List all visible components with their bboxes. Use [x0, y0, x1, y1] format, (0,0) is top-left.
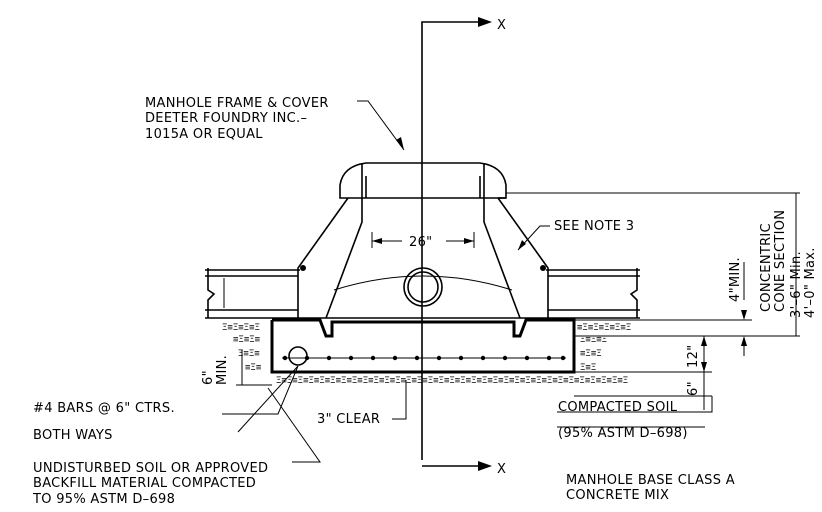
bars-label-2: BOTH WAYS: [33, 428, 113, 443]
svg-text:≡Ξ≡Ξ≡: ≡Ξ≡Ξ≡: [233, 335, 261, 345]
undisturbed-label-2: BACKFILL MATERIAL COMPACTED: [33, 476, 256, 491]
see-note-label: SEE NOTE 3: [554, 219, 634, 234]
svg-text:Ξ≡Ξ≡Ξ≡Ξ: Ξ≡Ξ≡Ξ≡Ξ: [222, 323, 260, 333]
svg-text:Ξ≡Ξ: Ξ≡Ξ: [580, 363, 596, 373]
dim-4min-label: 4"MIN.: [728, 257, 743, 302]
svg-text:≡Ξ≡Ξ: ≡Ξ≡Ξ: [580, 349, 602, 359]
dim-6-min-label-b: MIN.: [215, 355, 230, 385]
section-label-top: X: [497, 18, 506, 33]
frame-label-2: DEETER FOUNDRY INC.–: [145, 111, 307, 126]
section-line: [421, 17, 492, 471]
dim-3-6-label: 3'–6" Min.: [789, 251, 804, 318]
dim-4-0-label: 4'–0" Max.: [803, 247, 818, 318]
dim-6-min-label-a: 6": [201, 370, 216, 385]
pavement-layers: [205, 268, 640, 319]
compacted-label-2: (95% ASTM D–698): [558, 426, 688, 441]
dim-26-label: 26": [409, 235, 432, 250]
svg-text:Ξ≡Ξ≡: Ξ≡Ξ≡: [238, 349, 260, 359]
frame-label-1: MANHOLE FRAME & COVER: [145, 96, 329, 111]
cone-section: [297, 197, 549, 319]
right-dimensions: [506, 192, 800, 410]
dim-6-right-label: 6": [686, 381, 701, 396]
concentric-label-2: CONE SECTION: [773, 210, 788, 312]
svg-text:≡Ξ≡Ξ≡Ξ≡Ξ≡Ξ: ≡Ξ≡Ξ≡Ξ≡Ξ≡Ξ: [577, 323, 631, 333]
compacted-label-1: COMPACTED SOIL: [558, 400, 678, 415]
frame-label-3: 1015A OR EQUAL: [145, 127, 263, 142]
undisturbed-label-1: UNDISTURBED SOIL OR APPROVED: [33, 461, 268, 476]
concrete-base: [270, 318, 576, 374]
leader-lines: [222, 100, 713, 463]
bars-label-1: #4 BARS @ 6" CTRS.: [33, 401, 175, 416]
rebar-dots: [282, 355, 566, 361]
svg-text:Ξ≡Ξ≡Ξ: Ξ≡Ξ≡Ξ: [580, 335, 607, 345]
svg-text:Ξ≡Ξ≡Ξ≡Ξ≡Ξ≡Ξ≡Ξ≡Ξ≡Ξ≡Ξ≡Ξ≡Ξ≡Ξ≡Ξ≡Ξ≡: Ξ≡Ξ≡Ξ≡Ξ≡Ξ≡Ξ≡Ξ≡Ξ≡Ξ≡Ξ≡Ξ≡Ξ≡Ξ≡Ξ≡Ξ≡Ξ≡Ξ≡Ξ≡Ξ≡Ξ≡…: [276, 376, 628, 386]
dimension-6-min: [236, 350, 272, 386]
section-label-bottom: X: [497, 462, 506, 477]
undisturbed-label-3: TO 95% ASTM D–698: [32, 492, 175, 507]
base-label-2: CONCRETE MIX: [566, 488, 669, 503]
base-label-1: MANHOLE BASE CLASS A: [566, 473, 735, 488]
dimension-26: [371, 232, 475, 248]
soil-hatching: Ξ≡Ξ≡Ξ≡Ξ ≡Ξ≡Ξ≡ Ξ≡Ξ≡ ≡Ξ≡ Ξ≡Ξ≡Ξ≡Ξ≡Ξ≡Ξ≡Ξ≡Ξ≡Ξ…: [222, 323, 631, 386]
manhole-frame-cover: [339, 162, 507, 199]
svg-text:≡Ξ≡: ≡Ξ≡: [245, 363, 262, 373]
concentric-label-1: CONCENTRIC: [759, 223, 774, 312]
clear-label: 3" CLEAR: [317, 412, 380, 427]
dim-12-label: 12": [686, 345, 701, 368]
